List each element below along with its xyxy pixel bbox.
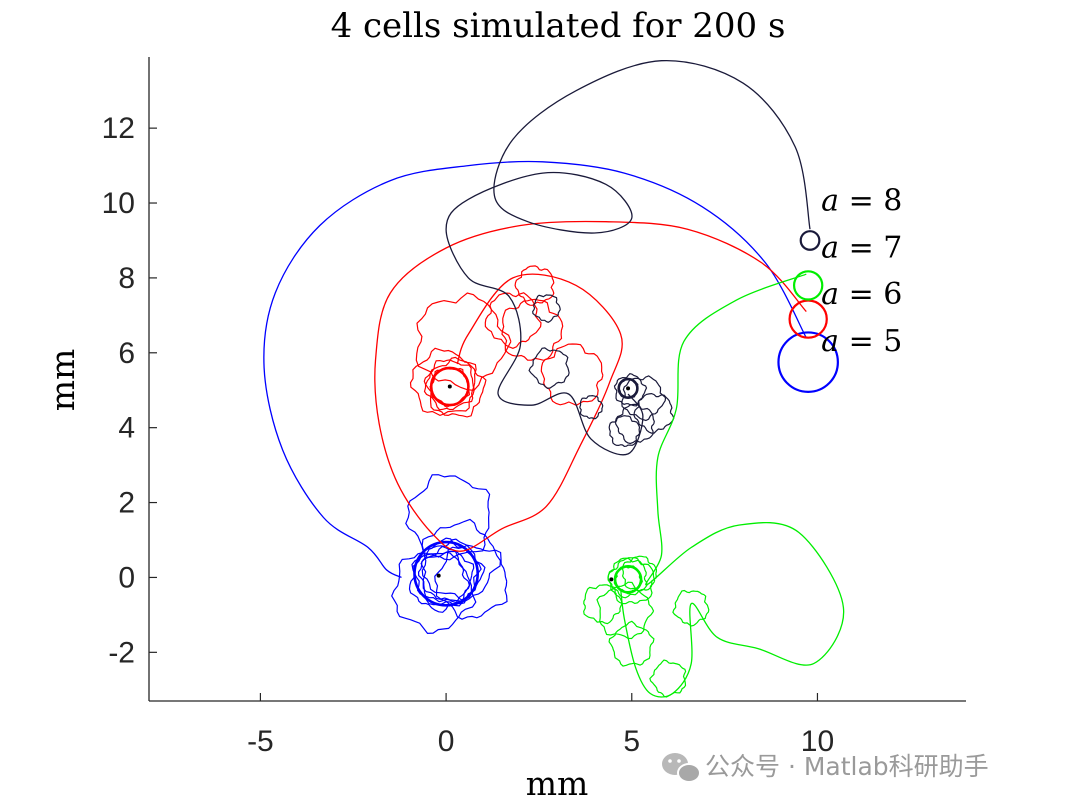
cell-outline — [501, 298, 564, 361]
annotation-var: a — [821, 230, 839, 265]
annotation-label: a = 5 — [821, 324, 902, 359]
cell-outline — [607, 557, 656, 605]
y-tick-label: 4 — [118, 412, 135, 445]
ticks: -5 0 5 10 -2 0 2 4 6 8 10 12 — [102, 112, 835, 758]
start-cell — [799, 230, 821, 251]
cell-outline — [528, 347, 570, 390]
start-cell — [777, 331, 839, 393]
series-layer — [263, 60, 845, 698]
series-1 — [374, 220, 828, 552]
cell-outline — [649, 659, 687, 698]
annotation-value: = 7 — [839, 230, 902, 265]
annotation-var: a — [821, 324, 839, 359]
x-tick-label: 5 — [623, 725, 640, 758]
x-tick-label: -5 — [247, 725, 274, 758]
end-marker — [609, 577, 614, 582]
cell-outline — [425, 356, 487, 418]
cell-outline — [672, 589, 710, 627]
cell-outline — [391, 550, 477, 635]
final-cell — [617, 377, 639, 399]
cell-outline — [608, 620, 655, 667]
cell-outline — [579, 394, 604, 420]
cell-outline — [583, 584, 623, 625]
axes — [148, 57, 966, 702]
annotation-value: = 8 — [839, 184, 902, 219]
y-tick-label: 0 — [118, 561, 135, 594]
watermark-text: 公众号 · Matlab科研助手 — [705, 752, 989, 781]
end-marker — [436, 573, 441, 578]
cell-outline — [421, 518, 501, 603]
y-tick-label: 2 — [118, 487, 135, 520]
chart-title: 4 cells simulated for 200 s — [331, 6, 786, 46]
cell-outline — [532, 294, 561, 323]
series-3 — [583, 270, 845, 698]
y-tick-label: 8 — [118, 262, 135, 295]
final-cell — [613, 565, 643, 594]
cell-outline — [484, 292, 542, 349]
cell-outline — [434, 544, 508, 620]
trajectory-line — [263, 160, 807, 578]
cell-outline — [409, 347, 477, 417]
end-marker — [626, 386, 631, 391]
annotation-label: a = 7 — [821, 230, 902, 265]
final-cell — [429, 366, 470, 407]
annotations: a = 8a = 7a = 6a = 5 — [821, 184, 902, 359]
annotation-label: a = 6 — [821, 277, 902, 312]
y-tick-label: 6 — [118, 337, 135, 370]
x-tick-label: 10 — [801, 725, 834, 758]
annotation-value: = 5 — [839, 324, 902, 359]
series-2 — [445, 60, 821, 456]
x-axis-label: mm — [526, 764, 589, 803]
cell-outline — [420, 538, 486, 605]
annotation-var: a — [821, 277, 839, 312]
wechat-icon — [662, 753, 701, 783]
cell-outline — [614, 403, 655, 445]
final-cell — [413, 540, 479, 607]
annotation-var: a — [821, 184, 839, 219]
watermark: 公众号 · Matlab科研助手 — [662, 752, 989, 783]
cell-outline — [540, 343, 604, 406]
x-tick-label: 0 — [438, 725, 455, 758]
end-marker — [447, 384, 452, 389]
cell-outline — [415, 292, 512, 392]
trajectory-line — [374, 220, 807, 552]
y-axis-label: mm — [43, 349, 82, 412]
annotation-label: a = 8 — [821, 184, 902, 219]
cell-outline — [621, 555, 657, 592]
cell-outline — [633, 392, 675, 434]
trajectory-line — [445, 60, 811, 456]
annotation-value: = 6 — [839, 277, 902, 312]
cell-outline — [608, 415, 641, 448]
y-tick-label: 12 — [102, 112, 135, 145]
y-tick-label: -2 — [108, 636, 135, 669]
y-tick-label: 10 — [102, 187, 135, 220]
start-cell — [792, 270, 824, 301]
series-0 — [263, 160, 839, 635]
